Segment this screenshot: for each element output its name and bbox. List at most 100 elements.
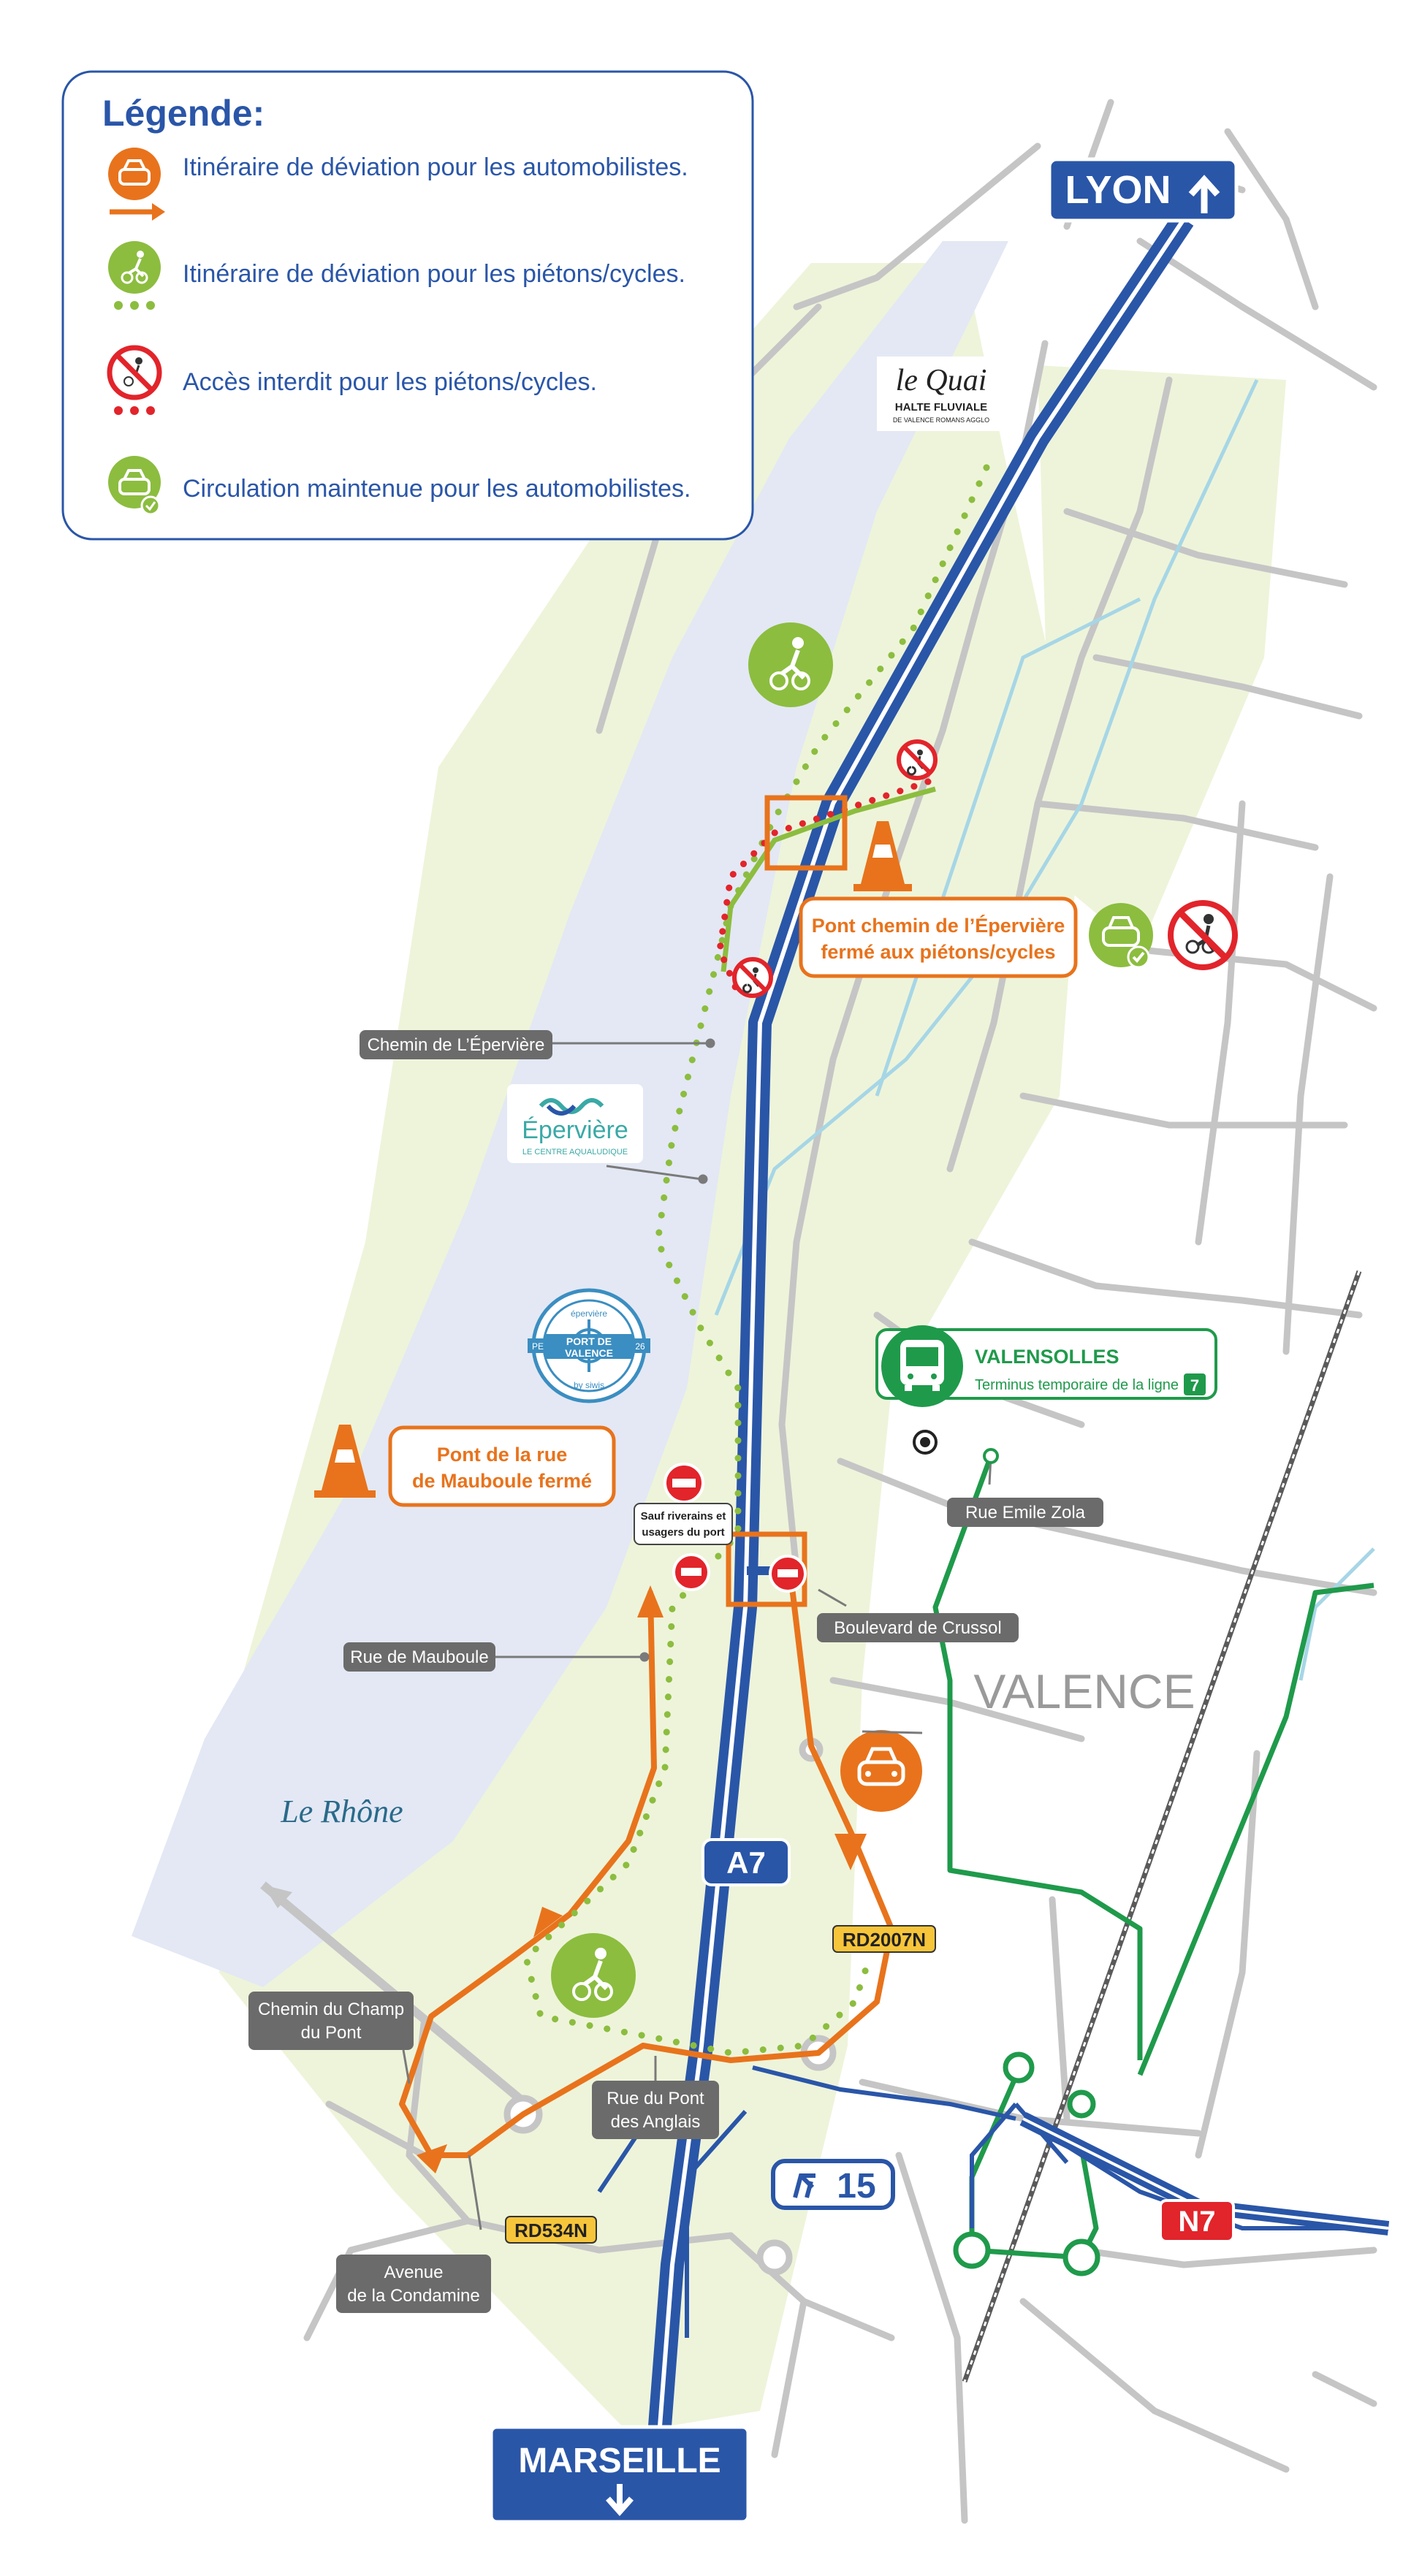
bus-stop-subtitle: Terminus temporaire de la ligne bbox=[975, 1377, 1179, 1393]
bus-icon bbox=[900, 1340, 944, 1391]
motorway-a7 bbox=[646, 213, 1194, 2456]
street-label-boulevard-crussol: Boulevard de Crussol bbox=[817, 1613, 1019, 1642]
legend-item-car-allowed-text: Circulation maintenue pour les automobil… bbox=[183, 475, 691, 503]
svg-text:Épervière: Épervière bbox=[522, 1116, 628, 1144]
svg-text:du Pont: du Pont bbox=[301, 2023, 362, 2043]
legend-panel: Légende: Itinéraire de déviation pour le… bbox=[61, 70, 754, 541]
exit-arrow-icon bbox=[793, 2173, 815, 2198]
svg-text:Rue Emile Zola: Rue Emile Zola bbox=[965, 1503, 1086, 1523]
legend-item-pedestrian-detour-text: Itinéraire de déviation pour les piétons… bbox=[183, 260, 685, 288]
legend-item-car-allowed: Circulation maintenue pour les automobil… bbox=[108, 456, 691, 516]
eperviere-closure-line1: Pont chemin de l’Épervière bbox=[812, 914, 1065, 937]
street-label-rue-emile-zola: Rue Emile Zola bbox=[947, 1498, 1103, 1527]
no-entry-icon bbox=[672, 1553, 710, 1591]
legend-title: Légende: bbox=[102, 93, 265, 134]
river-name: Le Rhône bbox=[280, 1794, 403, 1829]
bus-stop-name: VALENSOLLES bbox=[975, 1346, 1119, 1368]
eperviere-closure-label-box bbox=[799, 896, 1078, 978]
exit-sign-15: 15 bbox=[771, 2159, 895, 2210]
legend-item-car-detour-text: Itinéraire de déviation pour les automob… bbox=[183, 153, 688, 181]
eperviere-closure-line2: fermé aux piétons/cycles bbox=[821, 941, 1055, 963]
svg-text:LYON: LYON bbox=[1065, 168, 1171, 212]
svg-text:15: 15 bbox=[837, 2167, 875, 2206]
mauboule-closure-line2: de Mauboule fermé bbox=[412, 1470, 592, 1492]
eperviere-logo: Épervière LE CENTRE AQUALUDIQUE bbox=[507, 1084, 643, 1163]
road-tag-rd2007n: RD2007N bbox=[832, 1925, 936, 1953]
svg-text:MARSEILLE: MARSEILLE bbox=[518, 2442, 720, 2480]
le-quai-logo: le Quai HALTE FLUVIALE DE VALENCE ROMANS… bbox=[877, 357, 1005, 431]
svg-text:Chemin de L’Épervière: Chemin de L’Épervière bbox=[368, 1035, 545, 1055]
car-allowed-icon bbox=[108, 456, 161, 516]
port-valence-logo: PORT DE VALENCE épervière by siwis PE 26 bbox=[528, 1288, 650, 1403]
street-label-chemin-eperviere: Chemin de L’Épervière bbox=[360, 1030, 552, 1059]
road-arrow-head bbox=[263, 1885, 292, 1908]
bus-stop-valensolles: VALENSOLLES Terminus temporaire de la li… bbox=[875, 1325, 1217, 1407]
svg-text:Rue du Pont: Rue du Pont bbox=[607, 2089, 704, 2108]
svg-text:des Anglais: des Anglais bbox=[611, 2112, 701, 2132]
no-pedestrian-cycle-icon bbox=[1168, 900, 1238, 970]
legend-item-forbidden-text: Accès interdit pour les piétons/cycles. bbox=[183, 368, 597, 396]
no-pedestrian-cycle-icon bbox=[897, 739, 938, 780]
svg-text:by siwis: by siwis bbox=[574, 1380, 604, 1390]
car-detour-route bbox=[399, 1561, 894, 2158]
svg-text:RD534N: RD534N bbox=[514, 2219, 588, 2241]
pedestrian-cycle-icon bbox=[748, 622, 833, 707]
traffic-cone-icon bbox=[314, 1425, 376, 1498]
svg-text:PORT DE: PORT DE bbox=[566, 1335, 612, 1347]
bus-line-number: 7 bbox=[1190, 1376, 1199, 1395]
exception-note-line1: Sauf riverains et bbox=[641, 1510, 726, 1523]
national-road-sign-n7: N7 bbox=[1159, 2199, 1235, 2243]
forbidden-pedestrian-path bbox=[716, 778, 932, 997]
arrow-down-icon bbox=[606, 2484, 634, 2517]
road-tag-rd534n: RD534N bbox=[505, 2216, 597, 2244]
arrow-up-icon bbox=[1188, 175, 1220, 213]
no-entry-icon bbox=[769, 1555, 807, 1593]
svg-text:A7: A7 bbox=[726, 1845, 766, 1880]
svg-text:Chemin du Champ: Chemin du Champ bbox=[258, 2000, 404, 2019]
car-allowed-icon bbox=[1089, 903, 1153, 969]
street-label-chemin-champ: Chemin du Champ du Pont bbox=[248, 1992, 414, 2050]
railway bbox=[962, 1270, 1362, 2383]
bus-stop-marker-dot bbox=[920, 1437, 930, 1447]
street-label-rue-pont-anglais: Rue du Pont des Anglais bbox=[592, 2081, 719, 2139]
svg-text:HALTE FLUVIALE: HALTE FLUVIALE bbox=[895, 401, 987, 414]
legend-item-car-detour: Itinéraire de déviation pour les automob… bbox=[108, 148, 688, 221]
svg-text:N7: N7 bbox=[1178, 2206, 1215, 2238]
bus-stop-alt bbox=[983, 1448, 999, 1464]
legend-item-forbidden: Accès interdit pour les piétons/cycles. bbox=[107, 345, 597, 415]
svg-text:épervière: épervière bbox=[571, 1308, 607, 1319]
pedestrian-bypass-solid bbox=[720, 786, 936, 972]
pedestrian-cycle-detour-icon bbox=[108, 241, 161, 310]
svg-text:LE CENTRE AQUALUDIQUE: LE CENTRE AQUALUDIQUE bbox=[522, 1148, 628, 1156]
svg-text:de la Condamine: de la Condamine bbox=[347, 2286, 479, 2306]
eperviere-closure-box bbox=[764, 795, 848, 871]
exception-note-box bbox=[634, 1503, 733, 1545]
svg-text:le Quai: le Quai bbox=[896, 364, 987, 397]
traffic-cone-icon bbox=[853, 821, 912, 891]
label-leaders bbox=[402, 1038, 992, 2230]
svg-text:DE VALENCE ROMANS AGGLO: DE VALENCE ROMANS AGGLO bbox=[893, 416, 989, 424]
svg-text:VALENCE: VALENCE bbox=[565, 1347, 613, 1359]
exception-note-line2: usagers du port bbox=[642, 1526, 724, 1539]
car-icon bbox=[840, 1730, 922, 1812]
wave-icon bbox=[539, 1098, 604, 1114]
pedestrian-cycle-icon bbox=[551, 1933, 636, 2018]
svg-text:Rue de Mauboule: Rue de Mauboule bbox=[350, 1647, 488, 1667]
street-label-rue-mauboule: Rue de Mauboule bbox=[343, 1642, 495, 1672]
direction-sign-lyon: LYON bbox=[1047, 157, 1239, 223]
svg-text:RD2007N: RD2007N bbox=[843, 1929, 926, 1951]
car-detour-arrows bbox=[417, 1585, 867, 2173]
land-area-east bbox=[1038, 365, 1286, 950]
svg-text:Boulevard de Crussol: Boulevard de Crussol bbox=[834, 1618, 1001, 1638]
svg-text:PE: PE bbox=[532, 1341, 544, 1352]
no-pedestrian-cycle-icon bbox=[732, 957, 773, 998]
car-detour-icon bbox=[108, 148, 165, 221]
bus-line-route bbox=[932, 1455, 1375, 2276]
mauboule-closure-line1: Pont de la rue bbox=[437, 1444, 568, 1466]
no-pedestrian-cycle-icon bbox=[107, 345, 162, 415]
mauboule-closure-label-box bbox=[388, 1425, 616, 1507]
svg-text:Avenue: Avenue bbox=[384, 2263, 444, 2282]
direction-sign-marseille: MARSEILLE bbox=[489, 2425, 750, 2524]
legend-item-pedestrian-detour: Itinéraire de déviation pour les piétons… bbox=[108, 241, 685, 310]
